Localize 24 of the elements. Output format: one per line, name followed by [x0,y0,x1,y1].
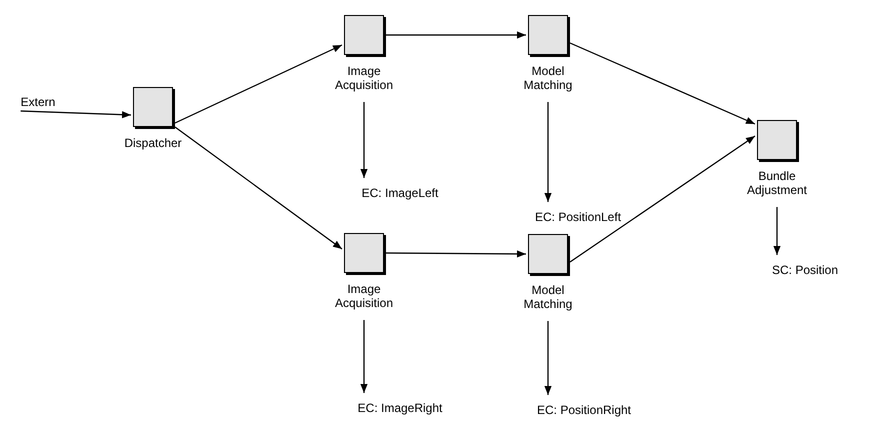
arrow [570,136,756,262]
box-label: Model Matching [522,283,574,311]
node-label: EC: PositionRight [536,403,632,417]
box-label: Image Acquisition [334,282,394,310]
arrow [360,320,368,393]
node-label: EC: PositionLeft [534,210,622,224]
arrow [360,102,368,178]
arrow [386,250,526,258]
arrow [174,126,342,250]
node-label: Extern [20,95,56,109]
node-label: SC: Position [772,263,838,277]
arrow [386,31,526,39]
arrow [20,110,132,118]
arrow [570,42,756,125]
box-label: Model Matching [522,64,574,92]
node-label: EC: ImageLeft [362,186,438,200]
arrow [544,102,552,202]
box-label: Bundle Adjustment [746,169,808,197]
box-label: Dispatcher [123,136,183,150]
box-label: Image Acquisition [334,64,394,92]
arrow [174,44,342,124]
node-label: EC: ImageRight [358,401,442,415]
arrow [773,207,781,255]
arrow [544,321,552,395]
